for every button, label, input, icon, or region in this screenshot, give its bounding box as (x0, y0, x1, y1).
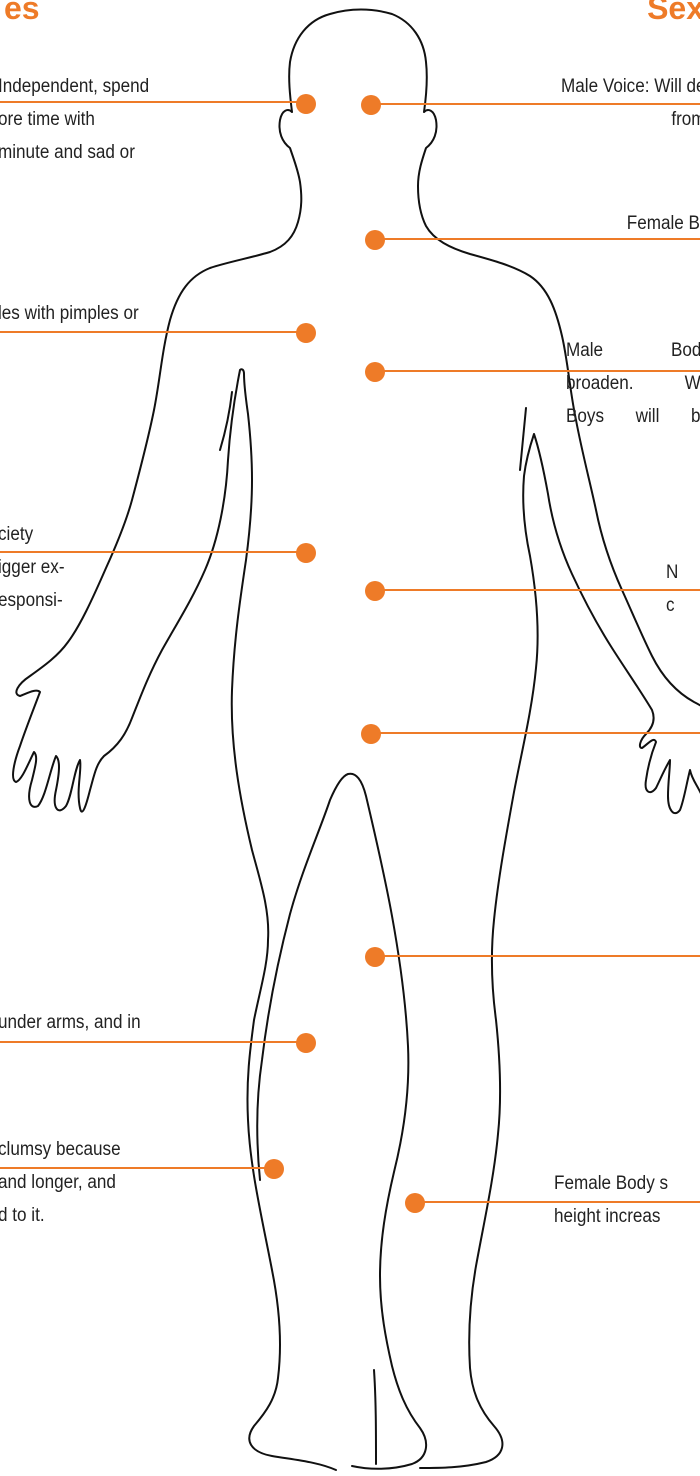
label-line: minute and sad or (0, 136, 149, 169)
right-callout-dot (361, 724, 381, 744)
label-line: under arms, and in (0, 1006, 141, 1039)
left-callout-text: clumsy because and longer, and d to it. (0, 1133, 121, 1232)
right-callout-dot (405, 1193, 425, 1213)
right-callout-text: N c (666, 556, 678, 622)
right-callout-line (372, 732, 700, 734)
label-line: clumsy because (0, 1133, 121, 1166)
left-callout-text: Independent, spend ore time with minute … (0, 70, 149, 169)
right-callout-text: Male Voice: Will de from (562, 70, 700, 136)
label-line: from (562, 103, 700, 136)
left-callout-line (0, 331, 310, 333)
right-callout-dot (365, 362, 385, 382)
label-line: Male Voice: Will de (562, 70, 700, 103)
left-callout-text: les with pimples or (0, 297, 139, 330)
label-line: Male Body (566, 334, 700, 367)
label-line: les with pimples or (0, 297, 139, 330)
right-callout-text: Male Body broaden. We Boys will be (566, 334, 700, 433)
label-line: Boys will be (566, 400, 700, 433)
left-callout-dot (296, 323, 316, 343)
label-line: esponsi- (0, 584, 65, 617)
label-line: broaden. We (566, 367, 700, 400)
right-callout-dot (361, 95, 381, 115)
right-callout-dot (365, 581, 385, 601)
label-line: c (666, 589, 678, 622)
label-line: N (666, 556, 678, 589)
label-line: d to it. (0, 1199, 121, 1232)
label-line: ciety (0, 518, 65, 551)
label-line: and longer, and (0, 1166, 121, 1199)
right-callout-dot (365, 947, 385, 967)
label-line: ore time with (0, 103, 149, 136)
label-line: Independent, spend (0, 70, 149, 103)
left-callout-dot (296, 1033, 316, 1053)
right-callout-dot (365, 230, 385, 250)
left-callout-dot (296, 94, 316, 114)
left-callout-text: under arms, and in (0, 1006, 141, 1039)
label-line: igger ex- (0, 551, 65, 584)
left-callout-line (0, 1041, 310, 1043)
right-callout-line (376, 955, 700, 957)
label-line: height increas (554, 1200, 668, 1233)
right-callout-text: Female Br (627, 207, 700, 240)
left-callout-dot (296, 543, 316, 563)
left-callout-dot (264, 1159, 284, 1179)
left-callout-text: ciety igger ex- esponsi- (0, 518, 65, 617)
label-line: Female Br (627, 207, 700, 240)
label-line: Female Body s (554, 1167, 668, 1200)
right-callout-line (376, 589, 700, 591)
right-callout-text: Female Body s height increas (554, 1167, 668, 1233)
